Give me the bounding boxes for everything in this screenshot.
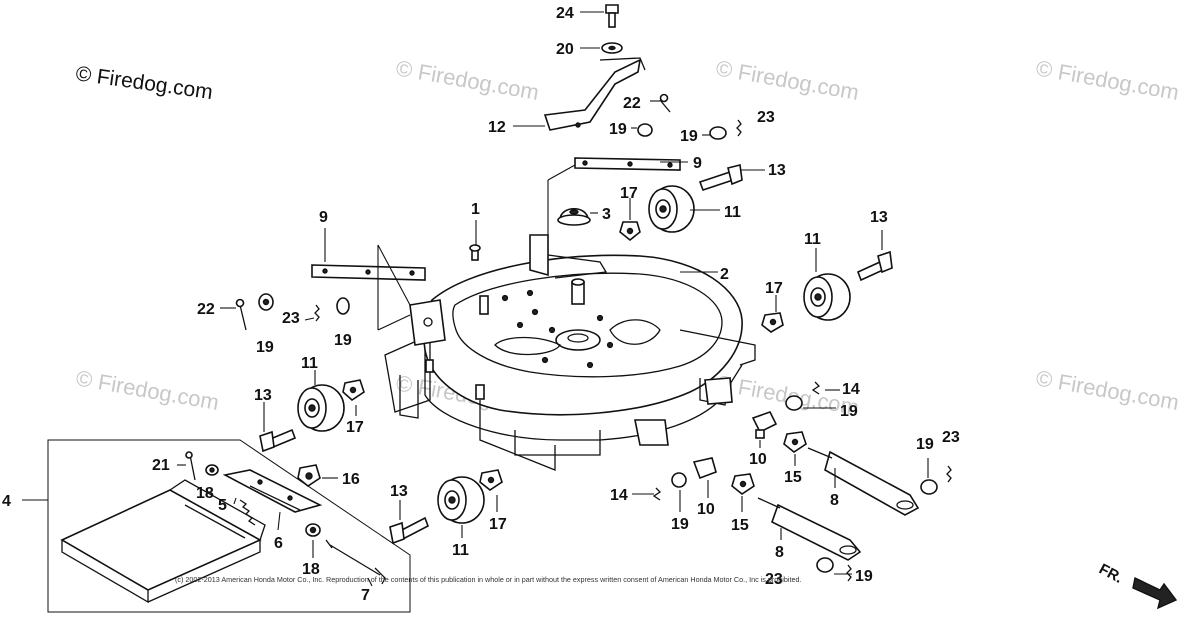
watermark: © Firedog.com: [714, 370, 861, 420]
callout-8: 8: [775, 544, 784, 561]
callout-14: 14: [842, 381, 860, 398]
callout-22: 22: [623, 95, 641, 112]
watermark: © Firedog.com: [1034, 365, 1180, 415]
callout-17: 17: [765, 280, 783, 297]
callout-11: 11: [724, 204, 741, 221]
callout-18: 18: [196, 485, 214, 502]
watermark: © Firedog.com: [1034, 55, 1180, 105]
callout-22: 22: [197, 301, 215, 318]
callout-23: 23: [942, 429, 960, 446]
watermark-main: © Firedog.com: [74, 62, 214, 104]
wheel-right: [803, 273, 851, 321]
callout-11: 11: [301, 355, 318, 372]
callout-1: 1: [471, 201, 480, 218]
small-hardware: [235, 293, 952, 582]
callout-13: 13: [870, 209, 888, 226]
callout-19: 19: [680, 128, 698, 145]
wheel-left: [297, 384, 345, 432]
front-arrow-icon: [1132, 576, 1178, 610]
axle-bolts: [259, 164, 893, 545]
callout-11: 11: [804, 231, 821, 248]
callout-19: 19: [855, 568, 873, 585]
callout-23: 23: [765, 571, 783, 588]
wheel-bottom: [437, 476, 485, 524]
callout-23: 23: [757, 109, 775, 126]
callout-19: 19: [916, 436, 934, 453]
callout-14: 14: [610, 487, 628, 504]
callout-18: 18: [302, 561, 320, 578]
copyright-notice: (c) 2002-2013 American Honda Motor Co., …: [175, 575, 801, 584]
front-label: FR.: [1096, 561, 1125, 587]
callout-17: 17: [489, 516, 507, 533]
callout-10: 10: [749, 451, 767, 468]
wheel-top: [648, 185, 695, 233]
callout-24: 24: [556, 5, 574, 22]
callout-13: 13: [768, 162, 786, 179]
callout-15: 15: [784, 469, 802, 486]
callout-5: 5: [218, 497, 227, 514]
top-hardware: [311, 4, 742, 281]
callout-19: 19: [671, 516, 689, 533]
callout-12: 12: [488, 119, 506, 136]
callout-19: 19: [840, 403, 858, 420]
watermark: © Firedog.com: [714, 55, 861, 105]
callout-8: 8: [830, 492, 839, 509]
callout-10: 10: [697, 501, 715, 518]
discharge-chute-assembly: [47, 439, 411, 613]
callout-2: 2: [720, 266, 729, 283]
callout-17: 17: [346, 419, 364, 436]
callout-4: 4: [2, 493, 11, 510]
callout-19: 19: [256, 339, 274, 356]
mower-deck-housing: [384, 234, 756, 471]
callout-20: 20: [556, 41, 574, 58]
callout-21: 21: [152, 457, 170, 474]
callout-13: 13: [254, 387, 272, 404]
watermark: © Firedog.com: [74, 365, 221, 415]
watermark: © Firedog.com: [394, 55, 541, 105]
callout-3: 3: [602, 206, 611, 223]
callout-23: 23: [282, 310, 300, 327]
front-direction-indicator: FR.: [1096, 561, 1178, 610]
callout-9: 9: [319, 209, 328, 226]
leader-lines: [22, 11, 929, 587]
callout-17: 17: [620, 185, 638, 202]
callout-19: 19: [334, 332, 352, 349]
callout-labels: 24 20 22 12 19 19 23 9 13 17 3 11 1 13 9…: [2, 5, 960, 604]
callout-13: 13: [390, 483, 408, 500]
callout-9: 9: [693, 155, 702, 172]
callout-6: 6: [274, 535, 283, 552]
callout-19: 19: [609, 121, 627, 138]
callout-15: 15: [731, 517, 749, 534]
callout-7: 7: [361, 587, 370, 604]
callout-11: 11: [452, 542, 469, 559]
callout-16: 16: [342, 471, 360, 488]
